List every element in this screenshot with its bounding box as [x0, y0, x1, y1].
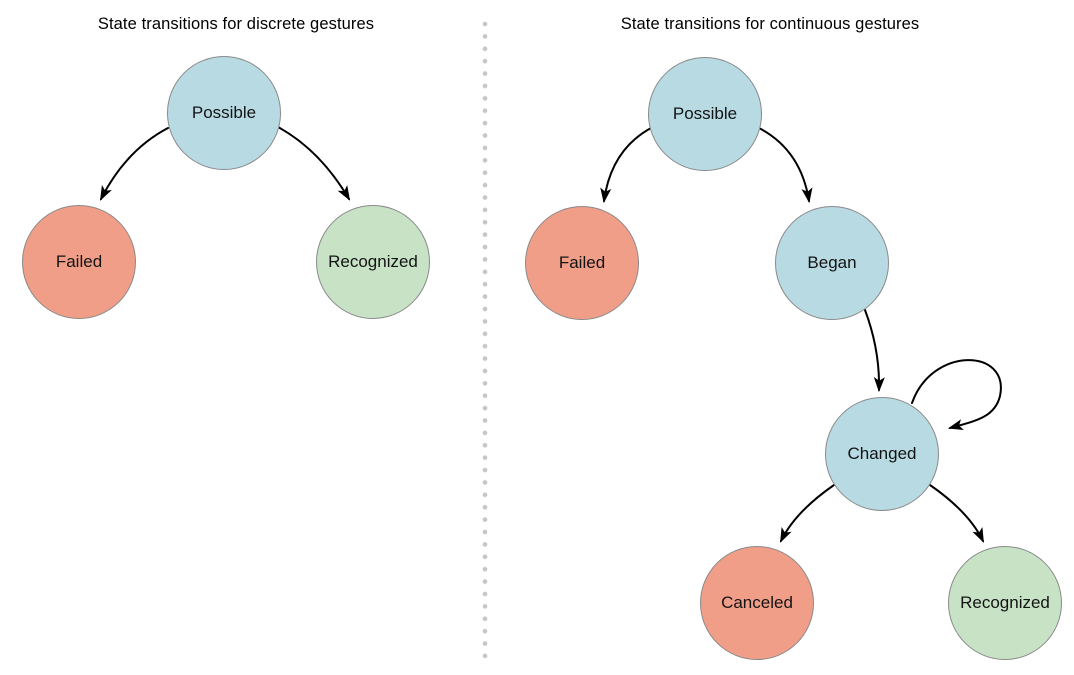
- edge-discrete-possible-to-recognized: [277, 126, 351, 201]
- edge-changed-to-canceled: [780, 484, 835, 543]
- state-node-continuous-began: Began: [775, 206, 889, 320]
- edge-changed-to-recognized: [929, 484, 984, 543]
- state-node-continuous-canceled: Canceled: [700, 546, 814, 660]
- state-label: Recognized: [328, 252, 418, 271]
- state-node-continuous-possible: Possible: [648, 57, 762, 171]
- state-node-continuous-failed: Failed: [525, 206, 639, 320]
- edge-began-to-changed: [864, 309, 885, 393]
- state-label: Failed: [55, 252, 103, 271]
- state-node-discrete-failed: Failed: [22, 205, 136, 319]
- state-label: Possible: [191, 103, 257, 122]
- discrete-diagram-title: State transitions for discrete gestures: [97, 15, 375, 33]
- edge-continuous-possible-to-began: [758, 127, 813, 204]
- edge-continuous-possible-to-failed: [600, 127, 652, 204]
- state-node-continuous-changed: Changed: [825, 397, 939, 511]
- continuous-diagram-title: State transitions for continuous gesture…: [620, 15, 920, 33]
- state-label: Possible: [672, 104, 738, 123]
- state-node-discrete-recognized: Recognized: [316, 205, 430, 319]
- state-label: Canceled: [721, 593, 793, 612]
- state-label: Recognized: [960, 593, 1050, 612]
- state-label: Changed: [847, 444, 917, 463]
- state-label: Failed: [558, 253, 606, 272]
- state-node-discrete-possible: Possible: [167, 56, 281, 170]
- state-label: Began: [807, 253, 857, 272]
- state-node-continuous-recognized: Recognized: [948, 546, 1062, 660]
- dotted-divider-line: [482, 21, 488, 663]
- edge-discrete-possible-to-failed: [100, 127, 169, 201]
